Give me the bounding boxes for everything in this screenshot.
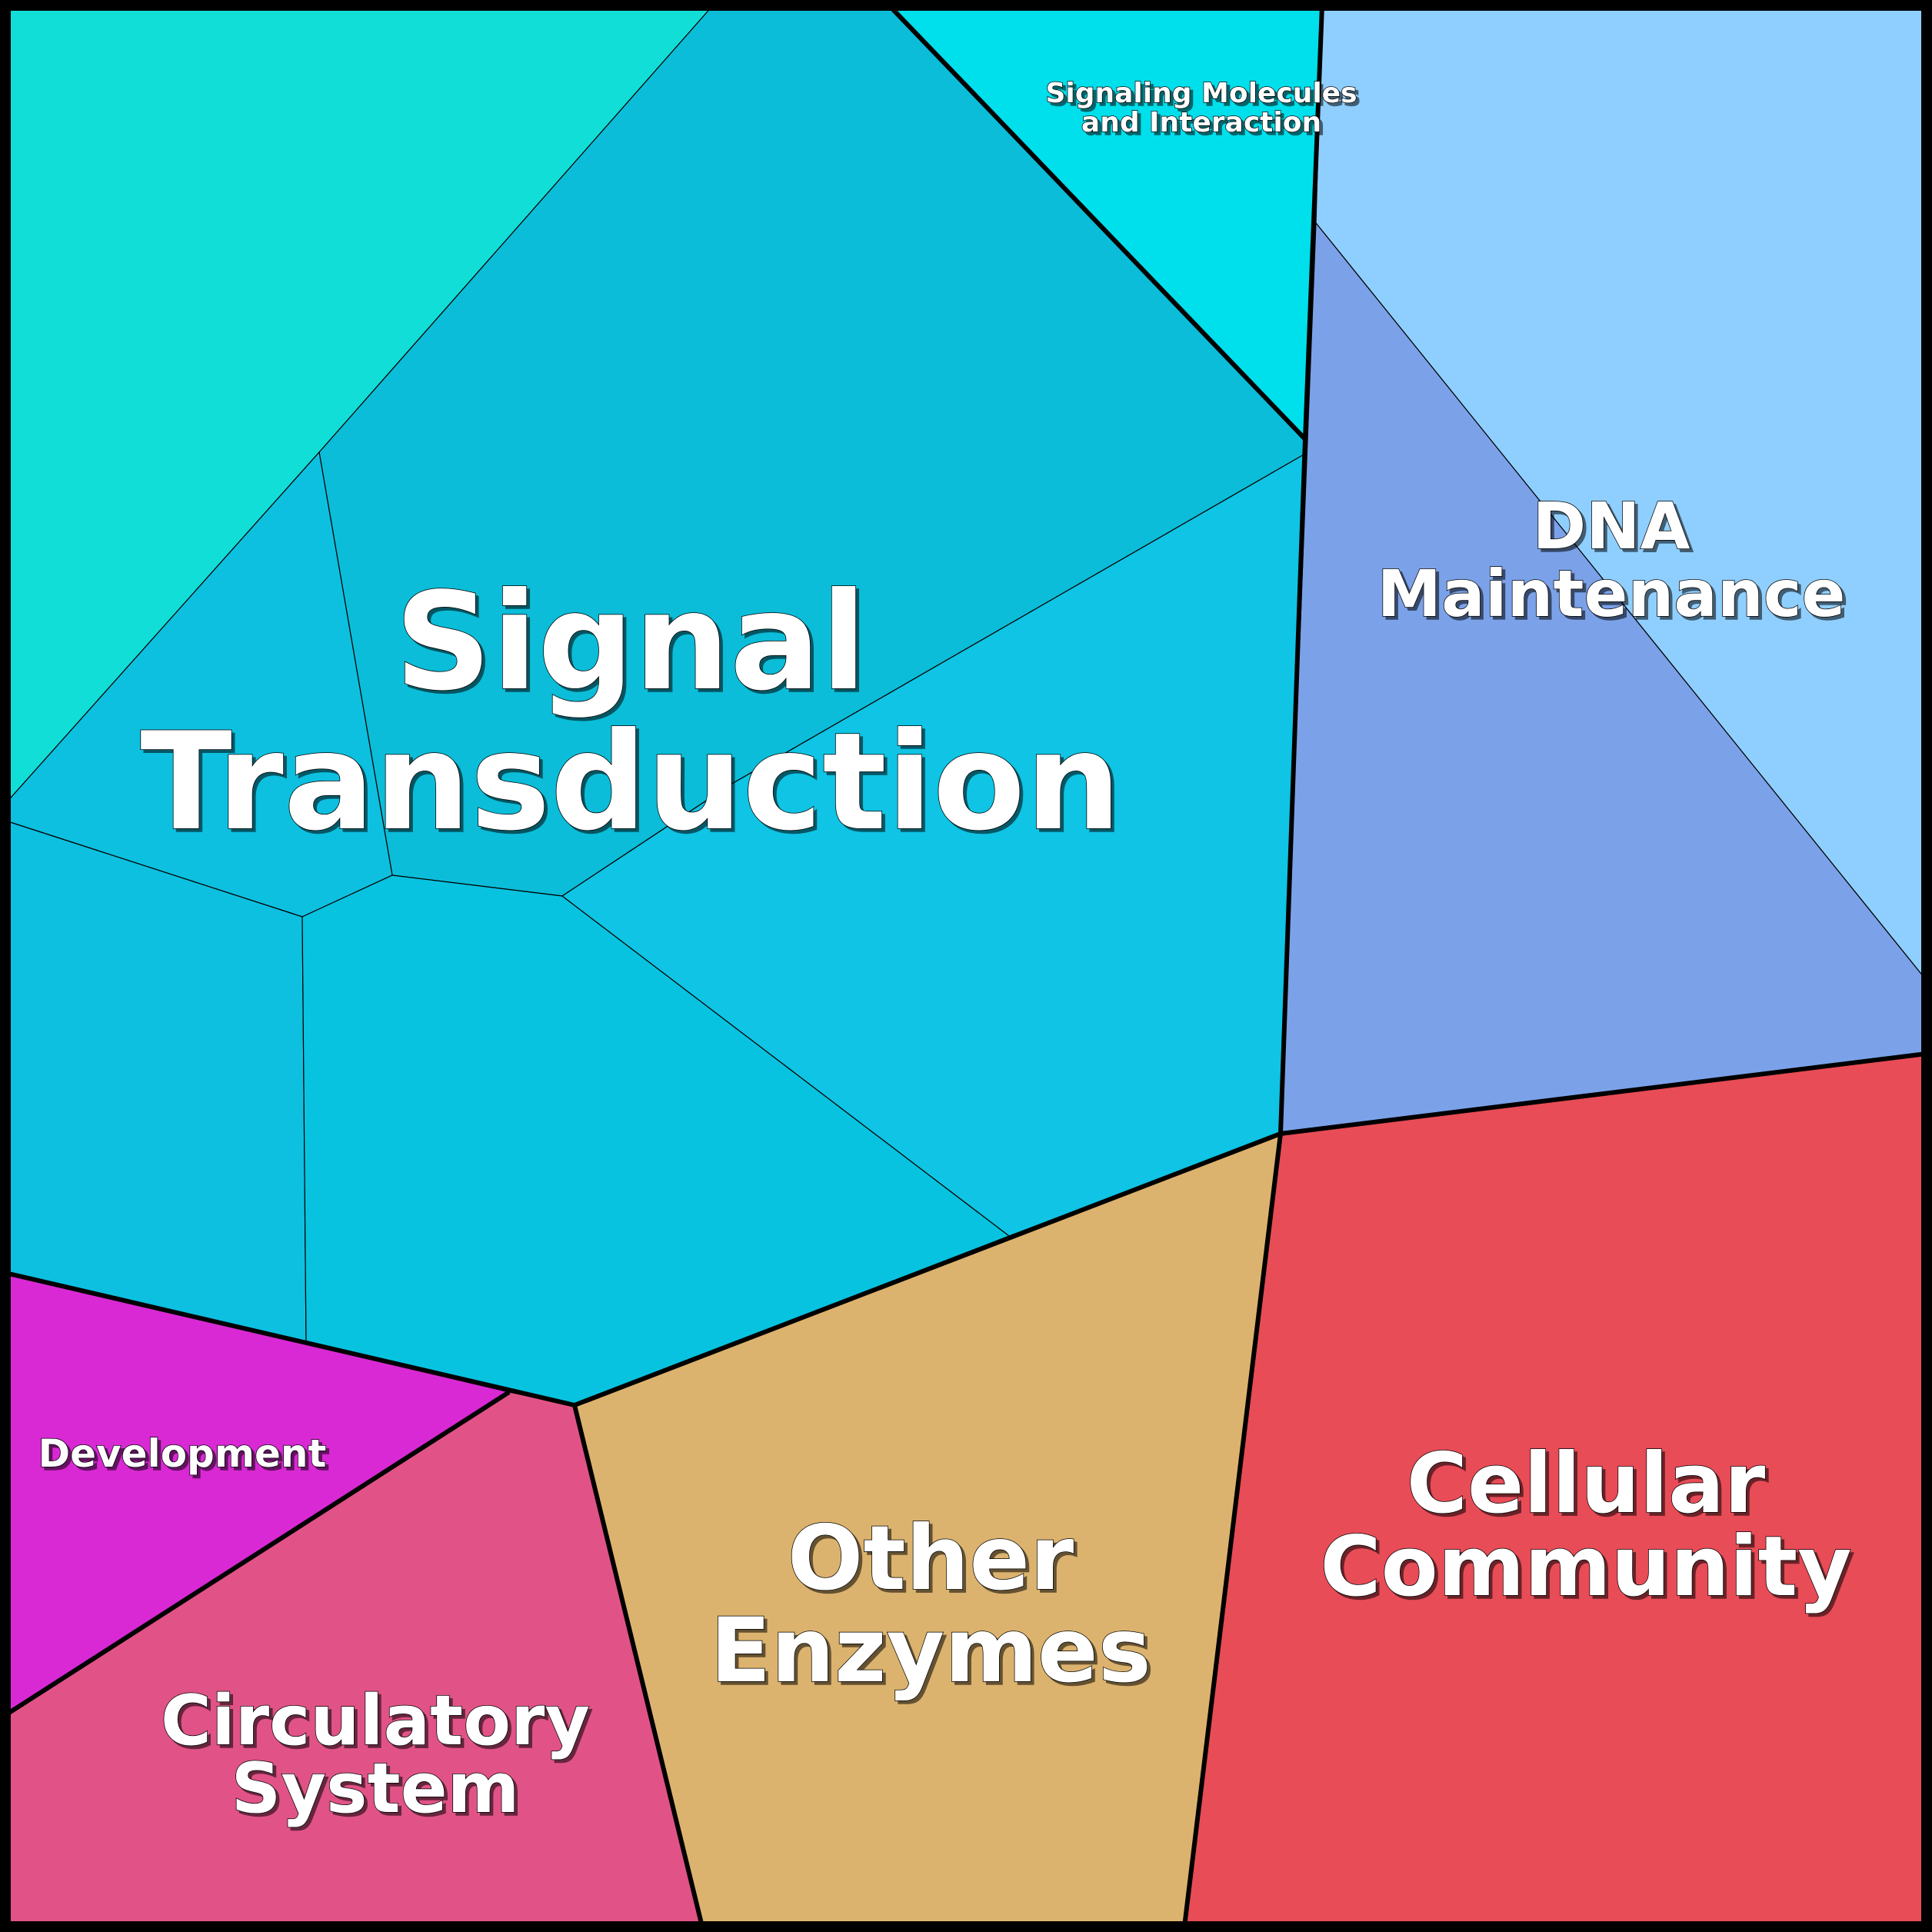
border-community-left xyxy=(1182,1133,1283,1927)
border-signal-bottom xyxy=(5,1051,1927,1407)
label-line: Maintenance xyxy=(1377,556,1845,631)
label-line: Circulatory xyxy=(161,1681,590,1761)
label-line: Transduction xyxy=(140,705,1121,861)
label-line: Signal xyxy=(395,565,867,721)
border-enzymes-left xyxy=(572,1404,705,1927)
label-line: Development xyxy=(38,1431,327,1476)
label-line: System xyxy=(232,1748,520,1829)
border-development xyxy=(4,1390,511,1717)
label-line: and Interaction xyxy=(1081,107,1321,138)
label-line: Community xyxy=(1320,1519,1851,1615)
label-line: Cellular xyxy=(1407,1436,1766,1532)
border-dna-left xyxy=(1278,438,1307,1134)
label-line: Signaling Molecules xyxy=(1045,78,1357,109)
label-line: Other xyxy=(788,1507,1074,1611)
label-line: Enzymes xyxy=(710,1599,1151,1703)
label-line: DNA xyxy=(1532,488,1690,564)
label-development: Development xyxy=(38,1431,327,1476)
